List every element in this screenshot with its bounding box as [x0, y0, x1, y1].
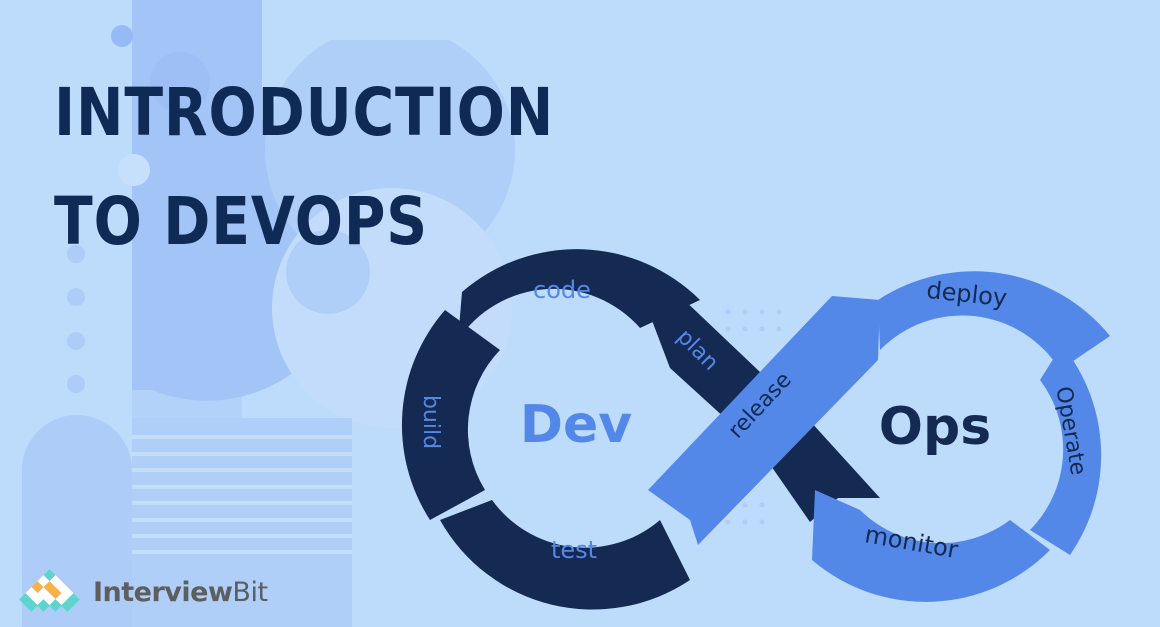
brand-name-bold: Interview: [93, 576, 233, 608]
stage-label-test: test: [551, 536, 597, 564]
dev-center-label: Dev: [520, 395, 632, 455]
brand-name: InterviewBit: [93, 577, 268, 608]
ops-center-label: Ops: [879, 397, 991, 457]
brand-name-regular: Bit: [232, 576, 268, 608]
diamond-grid-icon: [19, 569, 80, 612]
stage-label-code: code: [533, 276, 591, 304]
interviewbit-logo[interactable]: InterviewBit: [15, 569, 268, 615]
ops-ring: [648, 271, 1110, 602]
page-title: INTRODUCTION TO DEVOPS: [54, 58, 554, 276]
title-line-1: INTRODUCTION: [54, 74, 555, 151]
title-line-2: TO DEVOPS: [54, 183, 429, 260]
stage-label-build: build: [418, 395, 443, 449]
